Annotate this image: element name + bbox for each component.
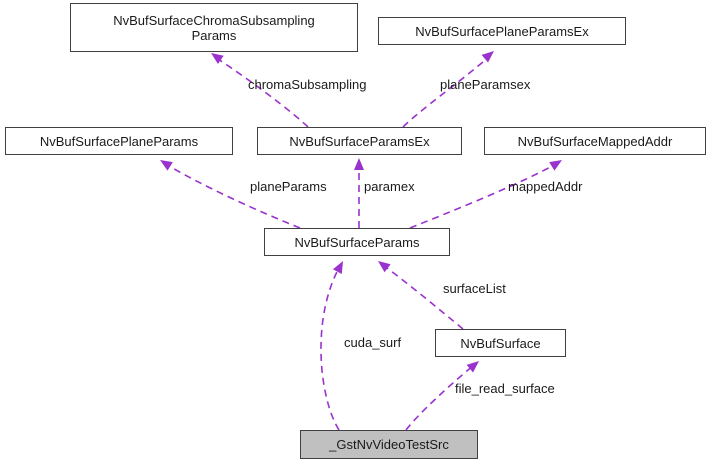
edge-file_read_surface-line: [405, 364, 475, 431]
edge-surfaceList-line: [382, 264, 464, 330]
node-gstNvVideoTestSrc[interactable]: _GstNvVideoTestSrc: [300, 430, 478, 459]
node-surfaceParams[interactable]: NvBufSurfaceParams: [264, 228, 450, 256]
edge-cuda_surf-arrowhead: [332, 261, 343, 274]
edge-planeParams-label: planeParams: [250, 179, 327, 194]
edge-file_read_surface-label: file_read_surface: [455, 381, 555, 396]
edge-planeParamsex-arrowhead: [481, 51, 494, 63]
edge-cuda_surf-label: cuda_surf: [344, 335, 402, 350]
node-planeParams[interactable]: NvBufSurfacePlaneParams: [5, 127, 233, 155]
edge-chromaSubsampling-arrowhead: [211, 53, 224, 64]
edge-mappedAddr-label: mappedAddr: [508, 179, 583, 194]
edge-planeParams-arrowhead: [160, 160, 173, 171]
edge-mappedAddr-line: [409, 163, 557, 229]
node-planeParamsEx[interactable]: NvBufSurfacePlaneParamsEx: [378, 17, 626, 45]
edge-surfaceList-label: surfaceList: [443, 281, 506, 296]
edge-planeParams-line: [165, 163, 301, 229]
node-paramsEx[interactable]: NvBufSurfaceParamsEx: [257, 127, 462, 155]
edge-paramex-arrowhead: [354, 158, 364, 170]
edge-planeParamsex-line: [402, 55, 491, 128]
edge-cuda_surf-line: [320, 265, 341, 431]
edge-surfaceList-arrowhead: [378, 261, 391, 273]
node-mappedAddr[interactable]: NvBufSurfaceMappedAddr: [484, 127, 706, 155]
node-chromaSubsamplingParams[interactable]: NvBufSurfaceChromaSubsampling Params: [70, 3, 358, 52]
edge-mappedAddr-arrowhead: [549, 160, 562, 171]
edge-paramex-label: paramex: [364, 179, 415, 194]
node-nvBufSurface[interactable]: NvBufSurface: [435, 329, 566, 357]
edge-chromaSubsampling-label: chromaSubsampling: [248, 77, 367, 92]
edge-planeParamsex-label: planeParamsex: [440, 77, 531, 92]
edge-chromaSubsampling-line: [214, 56, 309, 128]
edge-file_read_surface-arrowhead: [466, 361, 479, 373]
